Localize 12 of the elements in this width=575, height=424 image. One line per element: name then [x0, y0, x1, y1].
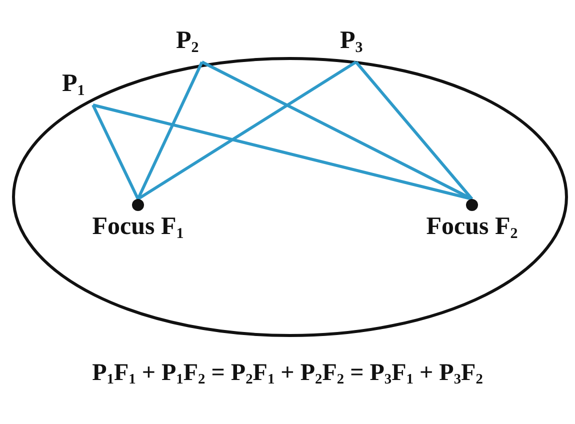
line-segment	[92, 104, 140, 200]
line-segment	[137, 60, 357, 200]
focus-label: Focus F$_{1}$	[91, 212, 185, 244]
focus-label: Focus F$_{2}$	[425, 212, 519, 244]
line-segment	[354, 61, 474, 200]
line-segment	[136, 61, 204, 200]
point-label: P$_{3}$	[340, 26, 364, 58]
point-label: P$_{2}$	[176, 26, 200, 58]
point-label: P$_{1}$	[62, 69, 86, 100]
line-segment	[201, 60, 473, 200]
equation: P$_{1}$F$_{1}$ + P$_{1}$F$_{2}$ = P$_{2}$F$_{1}$ + P$_{2}$F$_{2}$ = P$_{3}$F$_{1}$ + P$_{3}$F$_{2}$	[91, 359, 484, 389]
ellipse-outline	[12, 57, 568, 337]
